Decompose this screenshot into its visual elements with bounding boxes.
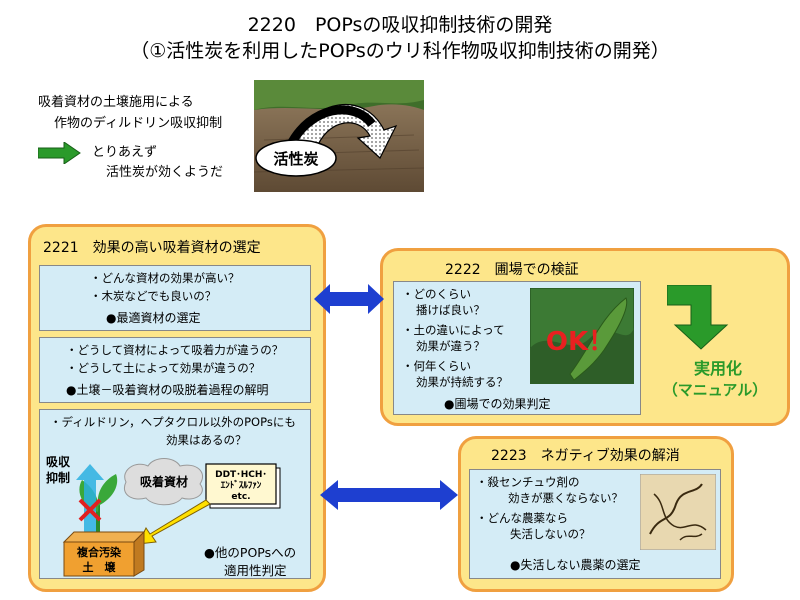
blue-up-arrow-icon [76,464,104,540]
contaminated-soil-illustration: 吸収 抑制 吸着資材 DDT･HCH･ ｴﾝﾄﾞｽﾙﾌｧﾝ etc. [46,455,281,577]
cucumber-icon [569,297,628,381]
box-other-pops: ・ディルドリン，ヘプタクロル以外のPOPsにも 効果はあるの？ 吸収 抑制 吸着… [39,409,311,579]
chem-label-3: etc. [231,492,250,502]
conclusion-other-pops-1: ●他のPOPsへの [204,545,297,560]
chem-label-2: ｴﾝﾄﾞｽﾙﾌｧﾝ [221,479,262,491]
conclusion-other-pops-2: 適用性判定 [224,563,287,578]
nematode-icon [649,483,703,535]
intro-line1: 吸着資材の土壌施用による [38,95,194,110]
q-soil-effect: ・どうして土によって効果が違うの？ [66,361,261,375]
conclusion-adsorption-process: ●土壌－吸着資材の吸脱着過程の解明 [66,383,269,397]
q-other-pops-effect: 効果はあるの？ [166,433,247,447]
q-pesticide: ・どんな農薬なら [476,511,568,525]
soil-label-1: 複合汚染 [76,545,122,559]
adsorbent-label: 吸着資材 [140,474,188,489]
conclusion-pesticide: ●失活しない農薬の選定 [510,558,641,572]
conclusion-optimal-material: ●最適資材の選定 [106,311,201,325]
q-how-much-2: 播けば良い？ [416,303,485,317]
intro-line3: とりあえず [92,145,158,160]
panel-2221: 2221 効果の高い吸着資材の選定 ・どんな資材の効果が高い？ ・木炭などでも良… [28,224,326,592]
intro-line4: 活性炭が効くようだ [106,165,224,180]
yellow-arrow-icon [137,499,211,545]
manual-label: （マニュアル） [662,381,768,399]
box-optimal-material: ・どんな資材の効果が高い？ ・木炭などでも良いの？ ●最適資材の選定 [39,265,311,331]
panel-2221-title: 2221 効果の高い吸着資材の選定 [43,240,261,256]
q-duration-2: 効果が持続する？ [416,375,508,389]
green-right-arrow-icon [38,142,81,164]
q-charcoal: ・木炭などでも良いの？ [90,289,217,303]
q-adsorption-power: ・どうして資材によって吸着力が違うの？ [66,343,284,357]
ok-label: OK！ [546,327,614,357]
box-field-verification: ・どのくらい 播けば良い？ ・土の違いによって 効果が違う？ ・何年くらい 効果… [393,281,641,415]
field-photo: 活性炭 [254,80,424,192]
q-duration: ・何年くらい [402,359,471,373]
panel-2223-title: 2223 ネガティブ効果の解消 [491,448,680,464]
panel-2222: 2222 圃場での検証 ・どのくらい 播けば良い？ ・土の違いによって 効果が違… [380,248,790,426]
page-title: 2220 POPsの吸収抑制技術の開発 [247,14,553,36]
activated-carbon-label: 活性炭 [273,150,318,168]
q-soil-diff: ・土の違いによって [402,323,505,337]
soil-label-2: 土 壌 [83,560,117,574]
panel-2223: 2223 ネガティブ効果の解消 ・殺センチュウ剤の 効きが悪くならない？ ・どん… [458,436,734,592]
intro-line2: 作物のディルドリン吸収抑制 [54,116,223,131]
blue-double-arrow-bottom-icon [320,480,458,510]
conclusion-field: ●圃場での効果判定 [444,397,551,411]
q-material-effect: ・どんな資材の効果が高い？ [90,271,240,285]
soil-box [63,541,135,577]
q-pesticide-2: 失活しないの？ [510,527,591,541]
page-subtitle: （①活性炭を利用したPOPsのウリ科作物吸収抑制技術の開発） [130,40,670,62]
panel-2222-title: 2222 圃場での検証 [445,262,579,278]
q-how-much: ・どのくらい [402,287,471,301]
q-soil-diff-2: 効果が違う？ [416,339,485,353]
red-x-icon [78,498,102,522]
q-nematicide: ・殺センチュウ剤の [476,475,580,489]
cucumber-photo: OK！ [530,288,634,384]
box-negative-effect: ・殺センチュウ剤の 効きが悪くならない？ ・どんな農薬なら 失活しないの？ ●失… [469,469,721,579]
absorb-label-1: 吸収 [46,455,71,469]
practical-label: 実用化 [693,359,742,378]
adsorbent-cloud [124,458,203,506]
box-adsorption-process: ・どうして資材によって吸着力が違うの？ ・どうして土によって効果が違うの？ ●土… [39,337,311,403]
absorb-label-2: 抑制 [46,470,70,485]
chem-label-1: DDT･HCH･ [215,470,267,480]
q-nematicide-2: 効きが悪くならない？ [508,491,623,505]
blue-double-arrow-top-icon [314,284,384,314]
q-other-pops: ・ディルドリン，ヘプタクロル以外のPOPsにも [50,415,296,429]
green-down-right-arrow-icon [667,285,729,350]
nematode-photo [640,474,716,550]
